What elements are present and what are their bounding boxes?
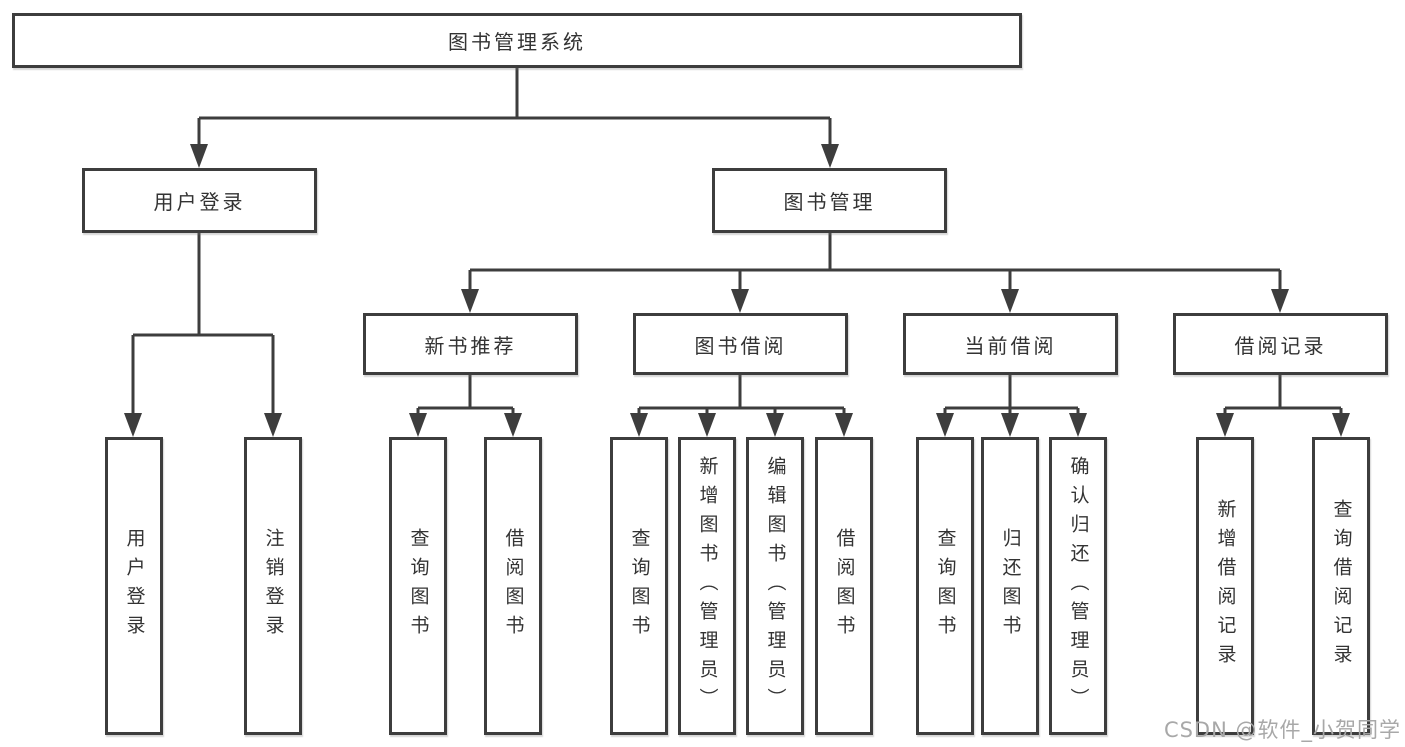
arrowhead-icon <box>190 144 208 168</box>
arrowhead-icon <box>731 289 749 313</box>
arrowhead-icon <box>461 289 479 313</box>
arrowhead-icon <box>1001 413 1019 437</box>
node-leaf-return-book: 归还图书 <box>981 437 1039 735</box>
node-label: 当前借阅 <box>964 333 1057 358</box>
arrowhead-icon <box>936 413 954 437</box>
arrowhead-icon <box>1332 413 1350 437</box>
arrowhead-icon <box>409 413 427 437</box>
node-user-login-group: 用户登录 <box>82 168 317 233</box>
node-leaf-logout: 注销登录 <box>244 437 302 735</box>
node-leaf-add-book-admin: 新增图书（管理员） <box>678 437 736 735</box>
arrowhead-icon <box>1069 413 1087 437</box>
node-label: 图书管理系统 <box>448 30 586 54</box>
node-leaf-query-book-borrow: 查询图书 <box>610 437 668 735</box>
node-book-borrowing: 图书借阅 <box>633 313 848 375</box>
node-label: 图书借阅 <box>694 333 787 358</box>
arrowhead-icon <box>1271 289 1289 313</box>
node-label: 编辑图书（管理员） <box>764 455 787 717</box>
node-label: 查询图书 <box>407 528 430 644</box>
arrowhead-icon <box>821 144 839 168</box>
arrowhead-icon <box>835 413 853 437</box>
node-leaf-confirm-return-admin: 确认归还（管理员） <box>1049 437 1107 735</box>
arrowhead-icon <box>766 413 784 437</box>
watermark: CSDN @软件_小贺同学 <box>1163 718 1401 742</box>
node-leaf-query-book-current: 查询图书 <box>916 437 974 735</box>
node-label: 归还图书 <box>999 528 1022 644</box>
node-label: 查询图书 <box>934 528 957 644</box>
node-borrowing-records: 借阅记录 <box>1173 313 1388 375</box>
arrowhead-icons <box>124 144 1350 437</box>
node-new-book-recommend: 新书推荐 <box>363 313 578 375</box>
node-label: 图书管理 <box>783 190 876 214</box>
node-label: 用户登录 <box>153 190 246 214</box>
arrowhead-icon <box>264 413 282 437</box>
node-leaf-add-borrow-record: 新增借阅记录 <box>1196 437 1254 735</box>
arrowhead-icon <box>1001 289 1019 313</box>
node-leaf-edit-book-admin: 编辑图书（管理员） <box>746 437 804 735</box>
node-leaf-query-book-recommend: 查询图书 <box>389 437 447 735</box>
node-label: 新增借阅记录 <box>1214 499 1237 673</box>
arrowhead-icon <box>124 413 142 437</box>
arrowhead-icon <box>698 413 716 437</box>
node-label: 借阅图书 <box>833 528 856 644</box>
node-root-library-system: 图书管理系统 <box>12 13 1022 68</box>
arrowhead-icon <box>504 413 522 437</box>
node-leaf-user-login: 用户登录 <box>105 437 163 735</box>
node-label: 新增图书（管理员） <box>696 455 719 717</box>
node-label: 查询图书 <box>628 528 651 644</box>
node-label: 借阅记录 <box>1234 333 1327 358</box>
arrowhead-icon <box>630 413 648 437</box>
node-leaf-borrow-book-recommend: 借阅图书 <box>484 437 542 735</box>
arrowhead-icon <box>1216 413 1234 437</box>
node-leaf-borrow-book: 借阅图书 <box>815 437 873 735</box>
node-label: 用户登录 <box>123 528 146 644</box>
node-label: 确认归还（管理员） <box>1067 455 1090 717</box>
node-label: 注销登录 <box>262 528 285 644</box>
node-label: 新书推荐 <box>424 333 517 358</box>
node-label: 查询借阅记录 <box>1330 499 1353 673</box>
node-current-borrowing: 当前借阅 <box>903 313 1118 375</box>
node-leaf-query-borrow-record: 查询借阅记录 <box>1312 437 1370 735</box>
node-book-management: 图书管理 <box>712 168 947 233</box>
node-label: 借阅图书 <box>502 528 525 644</box>
